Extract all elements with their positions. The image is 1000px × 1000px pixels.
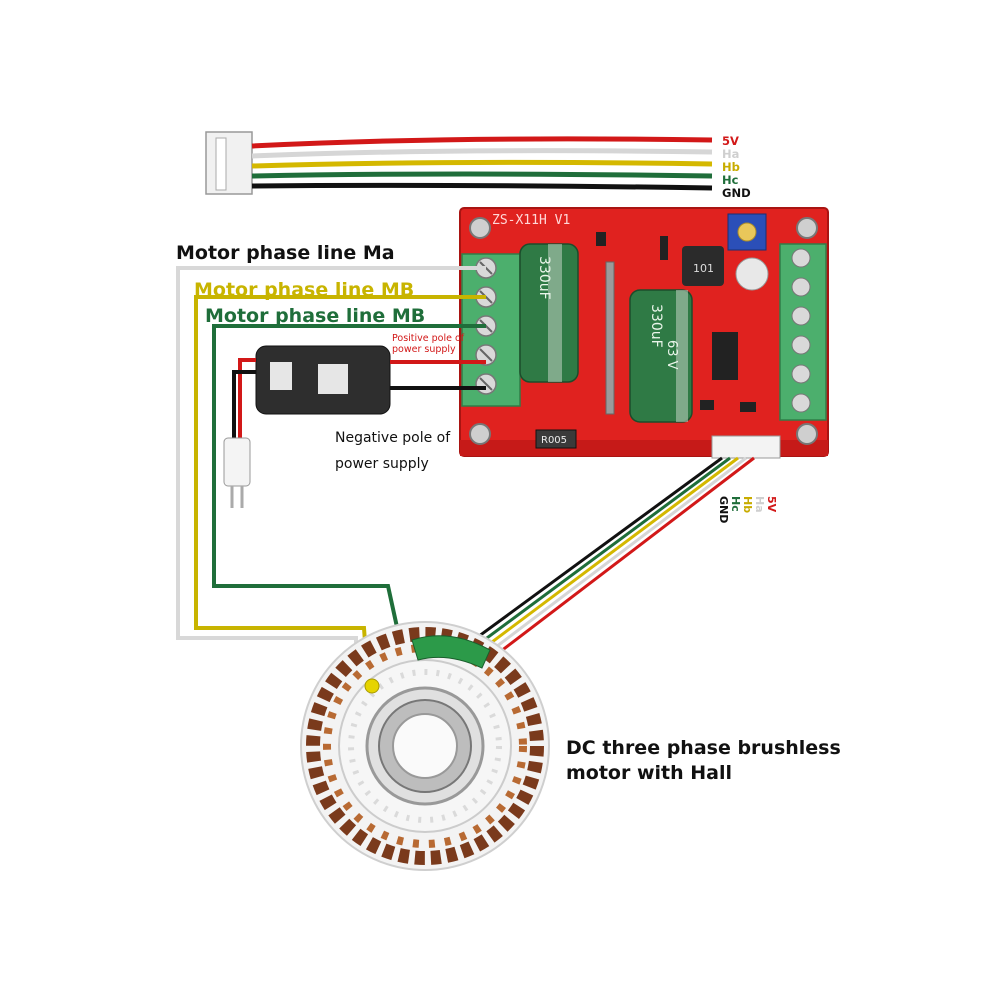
- label-phase-mc: Motor phase line MB: [205, 305, 426, 327]
- capacitor-1-value: 330uF: [536, 256, 552, 300]
- hall-sensor-pcb: [411, 635, 491, 669]
- rot-label-gnd: GND: [717, 496, 730, 523]
- wire-label-hb: Hb: [722, 160, 740, 174]
- capacitor-2-value: 330uF: [648, 304, 664, 348]
- bldc-motor: [300, 621, 550, 871]
- mains-cable-red: [238, 358, 256, 440]
- phase-wire-mc: [212, 324, 486, 651]
- mount-hole-br: [796, 423, 818, 445]
- mount-hole-bl: [469, 423, 491, 445]
- wire-label-ha: Ha: [722, 147, 739, 161]
- hall-cable-top: [205, 131, 713, 195]
- wire-label-5v: 5V: [722, 134, 739, 148]
- rot-label-ha: Ha: [753, 496, 766, 513]
- wire-label-gnd: GND: [722, 186, 751, 200]
- mains-cable-black: [232, 370, 256, 440]
- label-negative-pole: Negative pole of power supply: [335, 430, 451, 472]
- rot-label-hb: Hb: [741, 496, 754, 513]
- hall-connector-board: [711, 435, 781, 459]
- inductor: [682, 246, 724, 286]
- wire-label-hc: Hc: [722, 173, 739, 187]
- jst-connector: [205, 131, 253, 195]
- phase-solder-point: [364, 678, 380, 694]
- small-capacitor: [735, 257, 769, 291]
- mains-plug: [223, 437, 251, 508]
- power-adapter: [255, 345, 391, 415]
- terminal-block-right: [779, 243, 827, 421]
- heatsink-strip: [605, 261, 615, 415]
- capacitor-2-voltage: 63 V: [664, 340, 679, 370]
- terminal-screws-right: [791, 248, 811, 413]
- mount-hole-tr: [796, 217, 818, 239]
- ic-chip: [712, 332, 738, 380]
- shunt-resistor-label: R005: [541, 435, 567, 446]
- mount-hole-tl: [469, 217, 491, 239]
- label-motor-line1: DC three phase brushless: [566, 737, 841, 759]
- hall-labels-rotated: 5V Ha Hb Hc GND: [717, 496, 778, 523]
- label-motor-line2: motor with Hall: [566, 762, 733, 784]
- label-phase-ma: Motor phase line Ma: [176, 242, 395, 264]
- hall-cable-motor: [459, 456, 755, 660]
- shunt-resistor: [535, 429, 577, 449]
- controller-board: ZS-X11H V1 330uF: [459, 207, 829, 459]
- label-positive-pole: Positive pole of power supply: [392, 333, 465, 355]
- rot-label-hc: Hc: [729, 496, 742, 512]
- inductor-label: 101: [693, 262, 714, 275]
- rot-label-5v: 5V: [765, 496, 778, 513]
- board-model: ZS-X11H V1: [492, 213, 570, 228]
- label-phase-mb: Motor phase line MB: [194, 279, 415, 301]
